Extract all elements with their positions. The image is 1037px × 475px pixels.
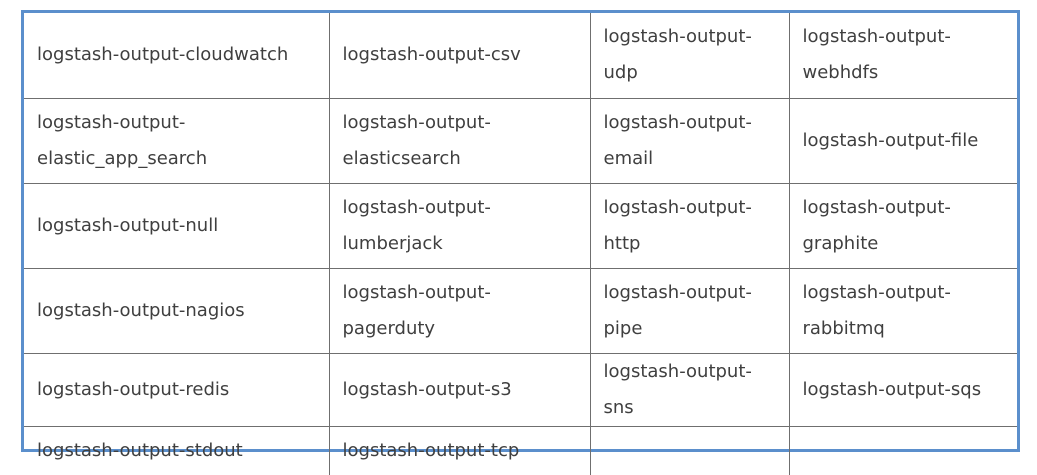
table-cell: logstash-output-graphite [788, 182, 1017, 269]
table-cell: logstash-output-redis [24, 352, 330, 427]
cell-text: logstash-output-redis [37, 378, 230, 400]
cell-text: logstash-output-sqs [802, 378, 982, 400]
cell-text: logstash-output-udp [603, 26, 752, 84]
table-cell: logstash-output-null [24, 182, 330, 269]
table-cell: logstash-output-elastic_app_search [24, 97, 330, 184]
cell-text: logstash-output-pipe [603, 281, 752, 339]
cell-text: logstash-output-sns [603, 360, 752, 418]
table-cell: logstash-output-s3 [328, 352, 591, 427]
table-cell: logstash-output-sns [589, 352, 790, 427]
cell-text: logstash-output-cloudwatch [37, 44, 289, 66]
cell-text: logstash-output-file [802, 129, 979, 151]
table-cell: logstash-output-nagios [24, 267, 330, 354]
table-row: logstash-output-stdout logstash-output-t… [24, 425, 1017, 475]
cell-text: logstash-output-graphite [802, 196, 951, 254]
table-cell: logstash-output-email [589, 97, 790, 184]
table-row: logstash-output-null logstash-output-lum… [24, 182, 1017, 269]
table-cell: logstash-output-lumberjack [328, 182, 591, 269]
table-cell: logstash-output-rabbitmq [788, 267, 1017, 354]
cell-text: logstash-output-lumberjack [342, 196, 491, 254]
table-cell: logstash-output-cloudwatch [24, 13, 330, 99]
cell-text: logstash-output-null [37, 214, 219, 236]
cell-text: logstash-output-tcp [342, 439, 520, 461]
cell-text: logstash-output-elasticsearch [342, 111, 491, 169]
cell-text: logstash-output-webhdfs [802, 26, 951, 84]
cell-text: logstash-output-s3 [342, 378, 512, 400]
table-row: logstash-output-cloudwatch logstash-outp… [24, 13, 1017, 99]
table-cell [589, 425, 790, 475]
cell-text: logstash-output-email [603, 111, 752, 169]
table-cell: logstash-output-sqs [788, 352, 1017, 427]
table-cell: logstash-output-pipe [589, 267, 790, 354]
table-row: logstash-output-elastic_app_search logst… [24, 97, 1017, 184]
cell-text: logstash-output-elastic_app_search [37, 111, 208, 169]
cell-text: logstash-output-stdout [37, 439, 243, 461]
table-cell: logstash-output-file [788, 97, 1017, 184]
table-row: logstash-output-nagios logstash-output-p… [24, 267, 1017, 354]
table-cell: logstash-output-csv [328, 13, 591, 99]
table-cell: logstash-output-http [589, 182, 790, 269]
cell-text: logstash-output-http [603, 196, 752, 254]
table-row: logstash-output-redis logstash-output-s3… [24, 352, 1017, 427]
cell-text: logstash-output-pagerduty [342, 281, 491, 339]
table-cell: logstash-output-elasticsearch [328, 97, 591, 184]
plugin-table-frame: logstash-output-cloudwatch logstash-outp… [21, 10, 1020, 475]
table-cell [788, 425, 1017, 475]
table-cell: logstash-output-pagerduty [328, 267, 591, 354]
table-cell: logstash-output-tcp [328, 425, 591, 475]
table-cell: logstash-output-udp [589, 13, 790, 99]
logstash-output-plugins-table: logstash-output-cloudwatch logstash-outp… [24, 13, 1017, 475]
cell-text: logstash-output-nagios [37, 299, 245, 321]
cell-text: logstash-output-rabbitmq [802, 281, 951, 339]
table-cell: logstash-output-webhdfs [788, 13, 1017, 99]
table-cell: logstash-output-stdout [24, 425, 330, 475]
cell-text: logstash-output-csv [342, 44, 521, 66]
